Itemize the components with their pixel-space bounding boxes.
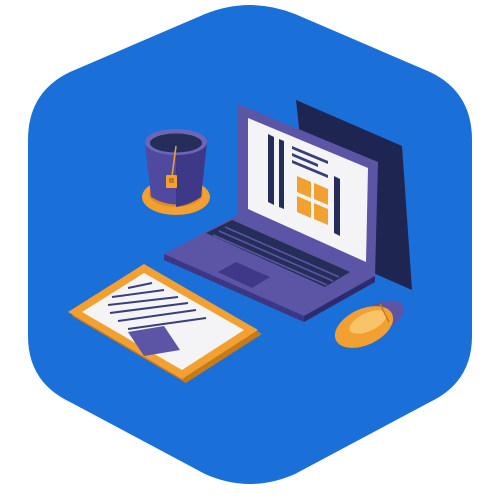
laptop-keyboard [206,220,350,287]
screen-tile [297,176,311,198]
mouse-button-split [379,303,390,323]
tea-bag-string [171,145,177,177]
screen-text-line [292,146,328,164]
mouse [334,300,405,348]
screen-sidebar-bar [268,134,274,205]
screen-text-line [292,153,318,167]
touchpad-icon [218,262,270,288]
screen-sidebar-bar [279,139,284,209]
screen-tile [314,183,328,205]
tea-cup [142,129,210,215]
screen-tile [314,203,328,225]
tablet-text-lines [107,282,207,330]
keyboard-key-rows [212,226,340,286]
tablet-image-block [128,326,180,356]
laptop [164,100,412,322]
laptop-base [164,215,375,316]
screen-scrollbar [334,176,340,236]
tablet [68,264,262,383]
tea [150,133,202,153]
screen-tile [297,196,311,218]
tablet-screen [82,273,244,370]
screen-text-line [292,160,328,178]
